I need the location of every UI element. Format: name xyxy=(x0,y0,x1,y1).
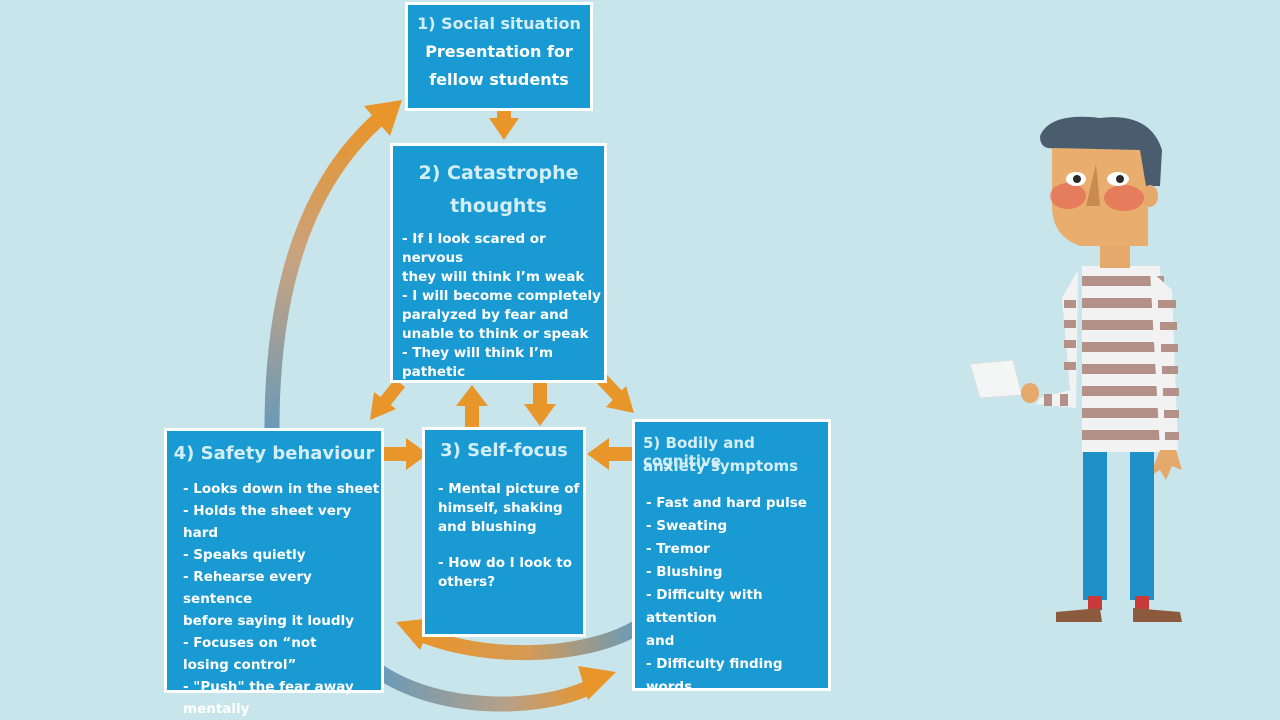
right-sock xyxy=(1135,596,1149,610)
box1-title: 1) Social situation xyxy=(417,14,581,33)
arrow-selffocus-to-thoughts xyxy=(456,385,488,429)
list-item: - Difficulty finding words xyxy=(646,656,783,695)
list-item: - I will become completely xyxy=(402,288,601,304)
list-item: losing control” xyxy=(183,657,297,673)
list-item: - If I look scared or nervous xyxy=(402,231,546,266)
list-item: unable to think or speak xyxy=(402,326,589,342)
left-hand xyxy=(1021,383,1039,403)
list-item: - Rehearse every sentence xyxy=(183,569,312,607)
list-item: - Speaks quietly xyxy=(183,547,306,563)
list-item: - Sweating xyxy=(646,518,728,534)
list-item: - Tremor xyxy=(646,541,710,557)
list-item: - Difficulty with attention xyxy=(646,587,763,626)
ear xyxy=(1142,185,1158,207)
box2-list: - If I look scared or nervous they will … xyxy=(402,230,607,382)
right-cheek xyxy=(1104,185,1144,211)
box4-list: - Looks down in the sheet - Holds the sh… xyxy=(183,478,383,720)
head xyxy=(1052,140,1148,246)
box1-subtitle-line1: Presentation for xyxy=(425,42,573,61)
neck xyxy=(1100,244,1130,268)
right-leg xyxy=(1130,452,1154,600)
list-item: before saying it loudly xyxy=(183,613,354,629)
nose xyxy=(1086,164,1100,206)
list-item xyxy=(438,537,586,554)
box4-title: 4) Safety behaviour xyxy=(173,443,375,464)
left-sock xyxy=(1088,596,1102,610)
box5-title-line2: anxiety symptoms xyxy=(643,457,799,475)
box-safety-behaviour: 4) Safety behaviour - Looks down in the … xyxy=(164,428,384,717)
box5-list: - Fast and hard pulse - Sweating - Tremo… xyxy=(646,492,831,699)
arrow-safety-to-situation-head xyxy=(364,100,402,136)
box-catastrophe-thoughts: 2) Catastrophe thoughts - If I look scar… xyxy=(390,143,607,383)
box3-title: 3) Self-focus xyxy=(440,440,568,461)
list-item: mentally xyxy=(183,701,250,717)
list-item: - Fast and hard pulse xyxy=(646,495,807,511)
box1-subtitle-line2: fellow students xyxy=(429,70,569,89)
paper-sheet xyxy=(969,359,1023,399)
list-item: - "Push" the fear away xyxy=(183,679,354,695)
list-item: they will think I’m weak xyxy=(402,269,585,285)
box5-title-line1: 5) Bodily and cognitive xyxy=(643,434,755,470)
list-item: - Holds the sheet very hard xyxy=(183,503,352,541)
box-self-focus: 3) Self-focus - Mental picture of himsel… xyxy=(422,427,586,637)
arrow-symptoms-to-safety-curve xyxy=(415,621,640,661)
student-figure xyxy=(969,116,1182,622)
hair xyxy=(1040,116,1162,186)
list-item: others? xyxy=(438,574,496,590)
list-item: - How do I look to xyxy=(438,555,572,571)
arrow-symptoms-to-selffocus xyxy=(587,438,635,470)
right-hand xyxy=(1150,450,1182,480)
arrow-thoughts-to-selffocus xyxy=(524,382,556,426)
list-item: - Mental picture of xyxy=(438,481,580,497)
list-item: - Focuses on “not xyxy=(183,635,317,651)
box-anxiety-symptoms: 5) Bodily and cognitive anxiety symptoms… xyxy=(632,419,831,695)
left-cheek xyxy=(1050,183,1086,209)
list-item: - They will think I’m xyxy=(402,345,554,361)
left-leg xyxy=(1083,452,1107,600)
shirt-stripes xyxy=(1082,276,1164,440)
arrow-safety-to-symptoms-curve-head xyxy=(578,666,616,700)
arrow-safety-to-selffocus xyxy=(382,438,428,470)
torso xyxy=(1082,266,1166,452)
right-shoe xyxy=(1133,608,1182,622)
arrow-safety-to-symptoms-curve xyxy=(375,665,596,712)
box-social-situation: 1) Social situation Presentation for fel… xyxy=(405,2,593,111)
list-item: paralyzed by fear and xyxy=(402,307,569,323)
list-item: and xyxy=(646,633,675,649)
list-item: - Blushing xyxy=(646,564,723,580)
box2-title-line2: thoughts xyxy=(450,195,547,217)
list-item: himself, shaking xyxy=(438,500,563,516)
arrow-thoughts-to-safety xyxy=(370,378,406,420)
list-item: pathetic xyxy=(402,364,466,380)
left-arm xyxy=(1036,270,1078,408)
left-shoe xyxy=(1056,608,1102,622)
right-arm xyxy=(1150,270,1179,450)
box3-list: - Mental picture of himself, shaking and… xyxy=(438,480,586,592)
box2-title-line1: 2) Catastrophe xyxy=(418,162,579,184)
list-item: and blushing xyxy=(438,519,537,535)
arrow-safety-to-situation xyxy=(264,112,385,429)
list-item: - Looks down in the sheet xyxy=(183,481,380,497)
